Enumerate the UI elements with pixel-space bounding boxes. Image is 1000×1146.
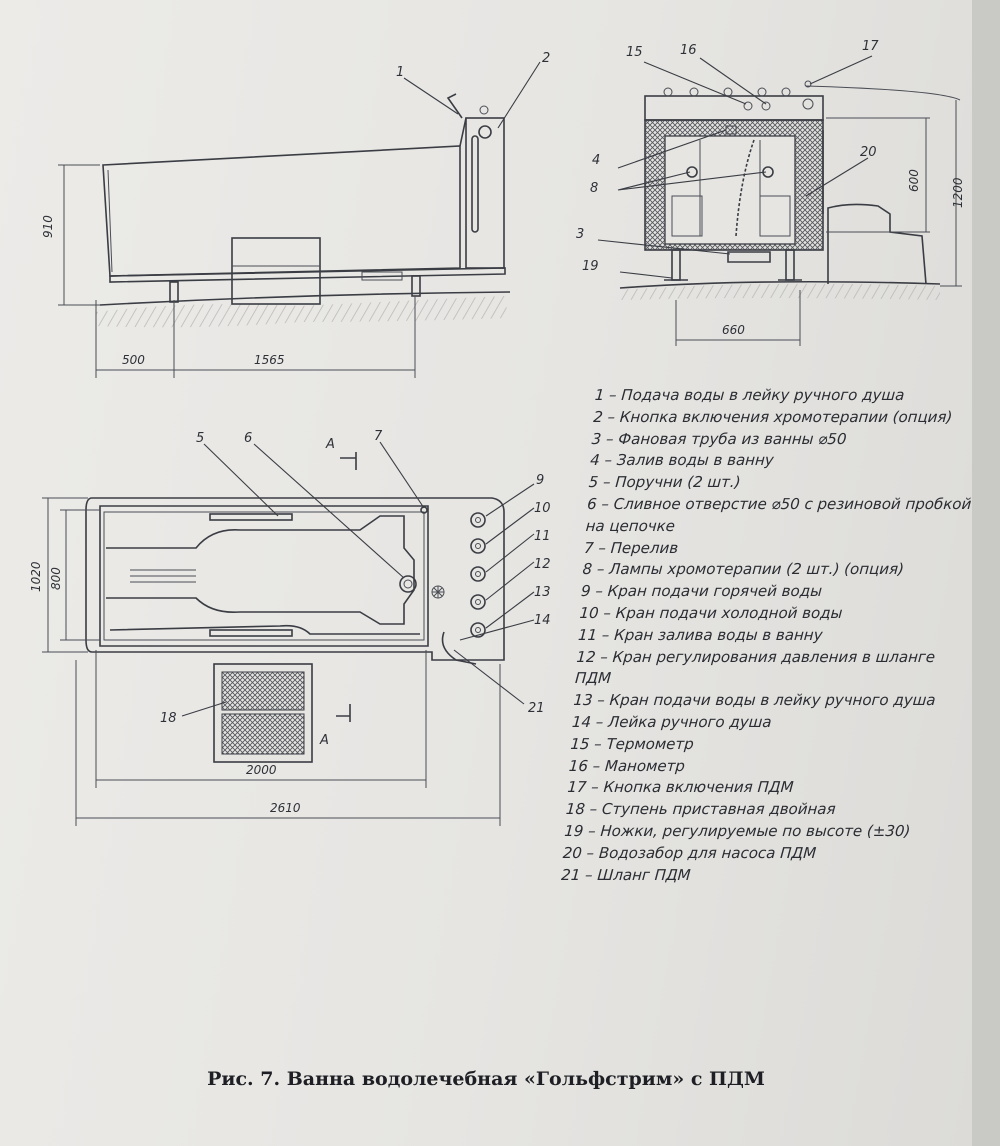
label-14: 14 — [534, 613, 551, 628]
label-13: 13 — [534, 585, 551, 600]
label-3: 3 — [576, 227, 584, 242]
legend-item: 15 – Термометр — [569, 734, 695, 753]
legend-item: 19 – Ножки, регулируемые по высоте (±30) — [563, 821, 912, 840]
legend-item: 10 – Кран подачи холодной воды — [578, 603, 844, 622]
legend-item: 7 – Перелив — [583, 538, 679, 557]
label-19: 19 — [582, 259, 599, 274]
label-11: 11 — [534, 529, 551, 544]
dim-600: 600 — [907, 169, 921, 192]
dim-500: 500 — [122, 353, 145, 367]
legend-item: 2 – Кнопка включения хромотерапии (опция… — [592, 407, 954, 426]
legend-item: 17 – Кнопка включения ПДМ — [566, 778, 795, 797]
section-view: 600 1200 660 15 16 17 4 8 20 3 19 — [576, 39, 965, 346]
label-2: 2 — [542, 51, 550, 66]
label-4: 4 — [592, 153, 600, 168]
legend-item: 18 – Ступень приставная двойная — [565, 800, 837, 819]
label-12: 12 — [534, 557, 551, 572]
label-9: 9 — [536, 473, 544, 488]
dim-2000: 2000 — [246, 763, 277, 777]
legend-item: 1 – Подача воды в лейку ручного душа — [594, 386, 906, 404]
label-16: 16 — [680, 43, 697, 58]
legend-item: 9 – Кран подачи горячей воды — [580, 582, 823, 601]
dim-2610: 2610 — [270, 801, 301, 815]
label-6: 6 — [244, 431, 252, 446]
legend-item: 14 – Лейка ручного душа — [571, 712, 773, 731]
dim-660: 660 — [722, 323, 745, 337]
legend-item: 16 – Манометр — [568, 756, 686, 775]
label-17: 17 — [862, 39, 879, 54]
label-5: 5 — [196, 431, 204, 446]
dim-1020: 1020 — [29, 561, 43, 592]
legend-item: 3 – Фановая труба из ванны ⌀50 — [591, 429, 848, 448]
dim-800: 800 — [49, 567, 63, 590]
legend-item: 11 – Кран залива воды в ванну — [577, 625, 824, 644]
legend-item: 5 – Поручни (2 шт.) — [588, 473, 742, 492]
label-18: 18 — [160, 711, 177, 726]
legend-item: 21 – Шланг ПДМ — [560, 865, 692, 884]
label-20: 20 — [860, 145, 877, 160]
figure-caption: Рис. 7. Ванна водолечебная «Гольфстрим» … — [207, 1068, 765, 1090]
label-10: 10 — [534, 501, 551, 516]
legend-item: 13 – Кран подачи воды в лейку ручного ду… — [572, 691, 937, 710]
dim-910: 910 — [41, 215, 55, 238]
dim-1200: 1200 — [951, 177, 965, 208]
legend-item: 6 – Сливное отверстие ⌀50 с резиновой пр… — [585, 494, 972, 535]
label-7: 7 — [374, 429, 383, 444]
label-21: 21 — [528, 701, 545, 716]
label-15: 15 — [626, 45, 643, 60]
plan-view: A A 1020 800 2000 2610 5 6 7 9 10 11 12 … — [29, 429, 551, 826]
section-mark-a-bottom: A — [319, 733, 329, 748]
label-8: 8 — [590, 181, 598, 196]
dim-1565: 1565 — [254, 353, 285, 367]
parts-legend: 1 – Подача воды в лейку ручного душа 2 –… — [560, 385, 987, 886]
page-edge — [972, 0, 1000, 1146]
legend-item: 20 – Водозабор для насоса ПДМ — [562, 843, 817, 862]
side-view: 910 500 1565 1 2 — [41, 51, 550, 378]
section-mark-a-top: A — [325, 437, 335, 452]
legend-item: 8 – Лампы хромотерапии (2 шт.) (опция) — [582, 560, 905, 579]
legend-item: 12 – Кран регулирования давления в шланг… — [574, 647, 936, 688]
label-1: 1 — [396, 65, 404, 80]
legend-item: 4 – Залив воды в ванну — [589, 451, 775, 470]
